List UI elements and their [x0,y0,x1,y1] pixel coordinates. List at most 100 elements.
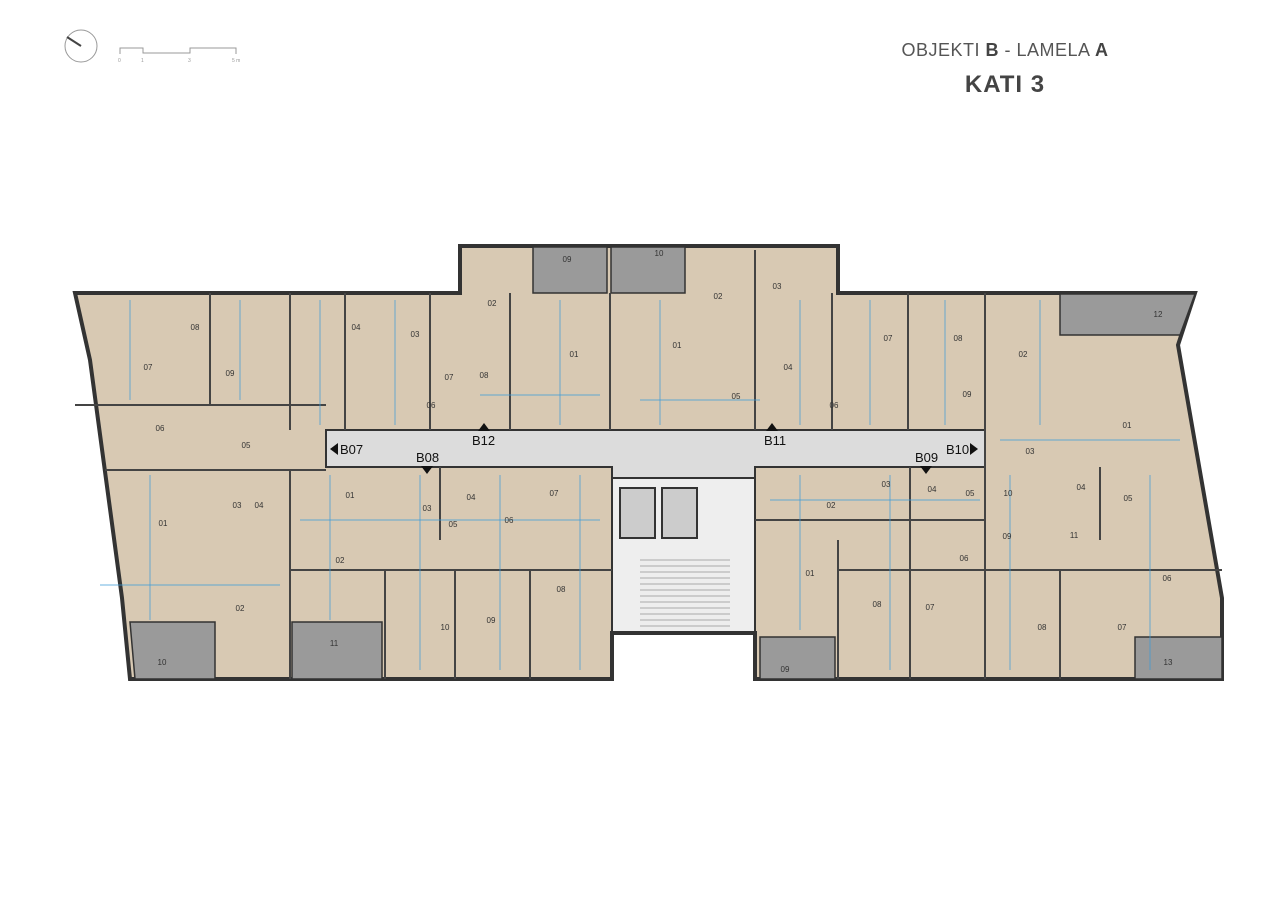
room-number-b07: 09 [226,369,235,378]
corridor [325,429,986,633]
room-number-b09: 06 [960,554,969,563]
balconies [129,246,1223,680]
room-number-b11: 09 [963,390,972,399]
floor-title: KATI 3 [964,71,1046,98]
separator: - LAMELA [998,40,1096,60]
interior-walls [75,250,1222,679]
room-number-b09: 03 [882,480,891,489]
unit-label: B12 [472,433,495,448]
room-number-b07: 10 [158,658,167,667]
room-number-b07: 01 [159,519,168,528]
room-number-b11: 01 [673,341,682,350]
room-number-b09: 02 [827,501,836,510]
room-number-b08: 01 [346,491,355,500]
room-number-b11: 10 [655,249,664,258]
unit-entrance-b07[interactable]: B07 [330,442,363,457]
object-prefix: OBJEKTI [901,40,986,60]
room-number-b12: 04 [352,323,361,332]
room-number-b09: 07 [926,603,935,612]
scale-tick: 1 [141,58,144,64]
room-number-b09: 01 [806,569,815,578]
room-number-b10: 05 [1124,494,1133,503]
room-number-b09: 09 [781,665,790,674]
room-number-b08: 03 [423,504,432,513]
room-number-b10: 08 [1038,623,1047,632]
room-number-b08: 06 [505,516,514,525]
scale-tick: 3 [188,58,191,64]
room-number-b10: 07 [1118,623,1127,632]
north-arrow-icon [64,29,98,63]
elevator [619,487,656,539]
balcony [1134,636,1223,680]
dimension-lines [100,300,1180,670]
room-number-b08: 07 [550,489,559,498]
plan-title: OBJEKTI B - LAMELA A KATI 3 [880,40,1130,99]
room-number-b08: 08 [557,585,566,594]
room-number-b08: 02 [336,556,345,565]
unit-entrance-b09[interactable]: B09 [915,450,938,474]
room-number-b09: 08 [873,600,882,609]
room-number-b07: 03 [233,501,242,510]
balcony [1059,293,1197,336]
room-number-b10: 09 [1003,532,1012,541]
scale-tick: 0 [118,58,121,64]
room-number-b10: 11 [1070,531,1079,540]
balcony [291,621,383,680]
unit-entrances: B07 B08 B12 B11 B09 B10 [330,423,978,474]
room-number-b07: 05 [242,441,251,450]
unit-entrance-b08[interactable]: B08 [416,450,439,474]
room-number-b10: 01 [1123,421,1132,430]
room-number-b12: 08 [480,371,489,380]
room-number-b09: 05 [966,489,975,498]
room-number-b08: 09 [487,616,496,625]
room-number-b10: 02 [1019,350,1028,359]
room-number-b12: 06 [427,401,436,410]
room-number-b12: 02 [488,299,497,308]
room-number-b12: 09 [563,255,572,264]
room-number-b08: 05 [449,520,458,529]
scale-tick: 5 m [232,58,240,64]
room-number-b08: 04 [467,493,476,502]
room-number-b07: 07 [144,363,153,372]
room-number-b10: 06 [1163,574,1172,583]
room-number-b11: 07 [884,334,893,343]
room-number-b11: 02 [714,292,723,301]
unit-label: B11 [764,433,786,448]
balcony [759,636,836,680]
room-number-b10: 04 [1077,483,1086,492]
room-number-b10: 12 [1154,310,1163,319]
balcony [532,246,608,294]
elevator [661,487,698,539]
room-number-b11: 03 [773,282,782,291]
room-number-b07: 08 [191,323,200,332]
unit-label: B07 [340,442,363,457]
room-number-b12: 03 [411,330,420,339]
unit-entrance-b12[interactable]: B12 [472,423,495,448]
room-number-b11: 05 [732,392,741,401]
room-number-b11: 06 [830,401,839,410]
room-number-b11: 04 [784,363,793,372]
room-number-b10: 13 [1164,658,1173,667]
stairs [640,559,730,627]
object-letter: B [985,40,999,60]
room-number-b08: 10 [441,623,450,632]
room-number-b12: 07 [445,373,454,382]
balcony [610,246,686,294]
unit-entrance-b10[interactable]: B10 [946,442,978,457]
unit-label: B09 [915,450,938,465]
scale-bar: 0 1 3 5 m [118,47,240,64]
unit-label: B10 [946,442,969,457]
room-number-b07: 02 [236,604,245,613]
room-number-b09: 04 [928,485,937,494]
room-number-b11: 08 [954,334,963,343]
room-number-b10: 03 [1026,447,1035,456]
lamela-letter: A [1095,40,1109,60]
room-number-b12: 01 [570,350,579,359]
room-number-b08: 11 [330,639,339,648]
unit-label: B08 [416,450,439,465]
room-number-b10: 10 [1004,489,1013,498]
object-lamela-title: OBJEKTI B - LAMELA A [880,40,1130,61]
unit-entrance-b11[interactable]: B11 [764,423,786,448]
room-labels: 07 08 09 06 05 01 03 04 02 10 04 03 07 08 06 02 01 09 10 01… [144,249,1173,674]
balcony [129,621,216,680]
